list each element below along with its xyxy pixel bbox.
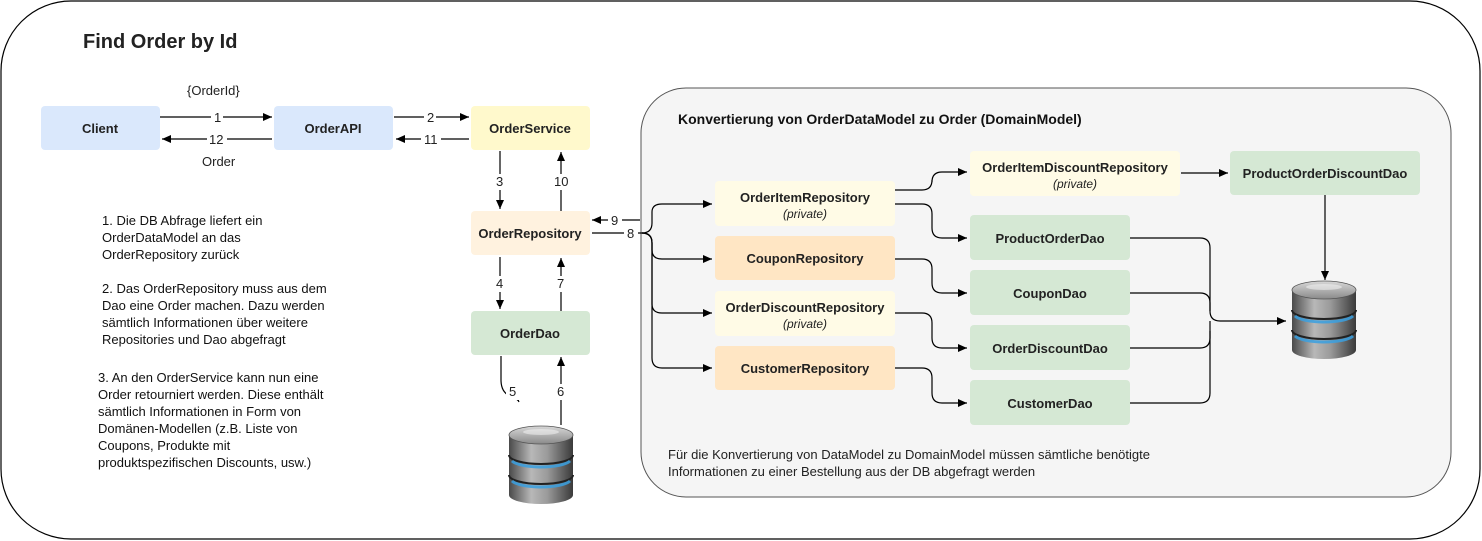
- box-product-order-discount-dao-label: ProductOrderDiscountDao: [1243, 166, 1408, 181]
- conversion-group-note-line-1: Für die Konvertierung von DataModel zu D…: [668, 447, 1150, 462]
- box-coupon-repository-label: CouponRepository: [747, 251, 865, 266]
- note-1-line: OrderRepository zurück: [102, 247, 240, 262]
- note-3-line: Order retourniert werden. Diese enthält: [98, 387, 324, 402]
- note-1-line: 1. Die DB Abfrage liefert ein: [102, 213, 263, 228]
- database-icon-main[interactable]: [507, 425, 575, 505]
- box-order-item-repository-label: OrderItemRepository: [740, 190, 871, 205]
- box-customer-repository-label: CustomerRepository: [741, 361, 870, 376]
- note-2: 2. Das OrderRepository muss aus dem Dao …: [102, 280, 327, 348]
- edge-label-6: 6: [557, 384, 564, 399]
- edge-label-11: 11: [424, 132, 438, 147]
- note-2-line: sämtlich Informationen über weitere: [102, 315, 308, 330]
- box-order-discount-dao[interactable]: OrderDiscountDao: [970, 325, 1130, 370]
- edge-label-8: 8: [627, 226, 634, 241]
- box-order-repository-label: OrderRepository: [478, 226, 582, 241]
- box-coupon-dao[interactable]: CouponDao: [970, 270, 1130, 315]
- edge-label-order-id: {OrderId}: [187, 83, 240, 98]
- box-order-discount-repository-sub: (private): [783, 317, 827, 331]
- note-3-line: sämtlich Informationen in Form von: [98, 404, 302, 419]
- box-product-order-dao-label: ProductOrderDao: [995, 231, 1104, 246]
- box-coupon-dao-label: CouponDao: [1013, 286, 1087, 301]
- edge-label-4: 4: [496, 276, 503, 291]
- note-1-line: OrderDataModel an das: [102, 230, 241, 245]
- box-customer-dao-label: CustomerDao: [1007, 396, 1092, 411]
- connectors: [160, 113, 1329, 425]
- box-order-item-repository[interactable]: OrderItemRepository (private): [715, 181, 895, 226]
- box-order-item-repository-sub: (private): [783, 207, 827, 221]
- box-order-service-label: OrderService: [489, 121, 571, 136]
- edge-label-9: 9: [611, 213, 618, 228]
- box-order-api[interactable]: OrderAPI: [274, 106, 393, 150]
- note-3-line: 3. An den OrderService kann nun eine: [98, 370, 319, 385]
- box-order-dao[interactable]: OrderDao: [471, 311, 590, 355]
- note-3: 3. An den OrderService kann nun eine Ord…: [98, 369, 323, 471]
- edge-label-7: 7: [557, 276, 564, 291]
- note-3-line: Domänen-Modellen (z.B. Liste von: [98, 421, 298, 436]
- note-2-line: 2. Das OrderRepository muss aus dem: [102, 281, 327, 296]
- note-3-line: produktspezifischen Discounts, usw.): [98, 455, 312, 470]
- database-icon-conversion[interactable]: [1290, 280, 1358, 360]
- box-order-discount-dao-label: OrderDiscountDao: [992, 341, 1108, 356]
- edge-label-10: 10: [554, 174, 568, 189]
- box-order-item-discount-repository-sub: (private): [1053, 177, 1097, 191]
- conversion-group-title: Konvertierung von OrderDataModel zu Orde…: [678, 111, 1082, 127]
- note-3-line: Coupons, Produkte mit: [98, 438, 231, 453]
- conversion-group-note-line-2: Informationen zu einer Bestellung aus de…: [668, 464, 1035, 479]
- box-client-label: Client: [82, 121, 119, 136]
- edge-label-3: 3: [496, 174, 503, 189]
- box-product-order-dao[interactable]: ProductOrderDao: [970, 215, 1130, 260]
- box-product-order-discount-dao[interactable]: ProductOrderDiscountDao: [1230, 151, 1420, 195]
- edge-labels: {OrderId} Order 1 12 2 11 3 10 4 7 5 6 9…: [187, 83, 638, 400]
- edge-label-2: 2: [427, 110, 434, 125]
- box-client[interactable]: Client: [41, 106, 160, 150]
- edge-label-5: 5: [509, 384, 516, 399]
- edge-label-12: 12: [209, 132, 223, 147]
- box-coupon-repository[interactable]: CouponRepository: [715, 236, 895, 280]
- box-order-service[interactable]: OrderService: [471, 106, 590, 150]
- edge-label-1: 1: [214, 110, 221, 125]
- note-2-line: Dao eine Order machen. Dazu werden: [102, 298, 325, 313]
- box-order-discount-repository-label: OrderDiscountRepository: [726, 300, 886, 315]
- page-title: Find Order by Id: [83, 31, 237, 53]
- box-order-api-label: OrderAPI: [304, 121, 361, 136]
- box-order-dao-label: OrderDao: [500, 326, 560, 341]
- box-order-item-discount-repository-label: OrderItemDiscountRepository: [982, 160, 1168, 175]
- note-1: 1. Die DB Abfrage liefert ein OrderDataM…: [102, 212, 262, 263]
- box-customer-repository[interactable]: CustomerRepository: [715, 346, 895, 390]
- box-order-item-discount-repository[interactable]: OrderItemDiscountRepository (private): [970, 151, 1180, 196]
- note-2-line: Repositories und Dao abgefragt: [102, 332, 286, 347]
- edge-label-order: Order: [202, 154, 236, 169]
- box-customer-dao[interactable]: CustomerDao: [970, 380, 1130, 425]
- box-order-discount-repository[interactable]: OrderDiscountRepository (private): [715, 291, 895, 336]
- box-order-repository[interactable]: OrderRepository: [471, 211, 590, 255]
